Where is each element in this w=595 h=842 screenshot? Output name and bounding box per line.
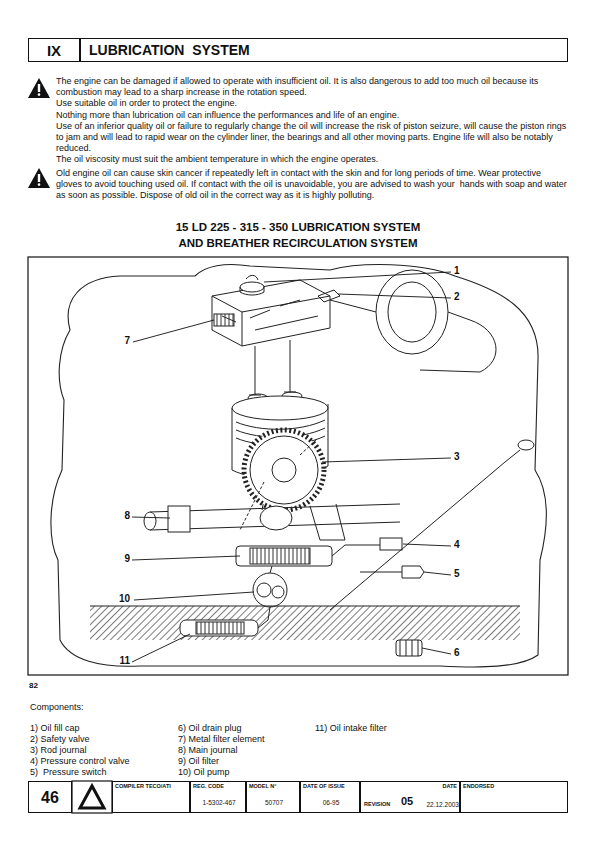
box-text: 50707 xyxy=(249,799,299,806)
warning-symbol xyxy=(28,168,50,188)
component-item: 8) Main journal xyxy=(178,745,318,755)
figure-title: AND BREATHER RECIRCULATION SYSTEM xyxy=(28,237,568,250)
callout-number: 5 xyxy=(454,568,474,580)
component-item: 10) Oil pump xyxy=(178,767,318,777)
chapter-title-box: LUBRICATION SYSTEM xyxy=(80,38,568,62)
component-item: 4) Pressure control valve xyxy=(30,756,170,766)
box-text: ENDORSED xyxy=(463,783,567,789)
component-item: 5) Pressure switch xyxy=(30,767,170,777)
box-text: 06-95 xyxy=(303,799,359,806)
component-item: 7) Metal filter element xyxy=(178,734,318,744)
warning-text: Nothing more than lubrication oil can in… xyxy=(56,110,568,121)
box-text: MODEL N° xyxy=(249,783,299,789)
component-item: 1) Oil fill cap xyxy=(30,723,170,733)
component-item: 2) Safety valve xyxy=(30,734,170,744)
components-heading: Components: xyxy=(30,702,150,712)
component-item: 3) Rod journal xyxy=(30,745,170,755)
figure-number: 82 xyxy=(29,681,69,690)
page-number-box: 46 xyxy=(28,781,72,813)
callout-number: 6 xyxy=(454,647,474,659)
callout-number: 4 xyxy=(454,539,474,551)
warning-text: Old engine oil can cause skin cancer if … xyxy=(56,168,568,202)
engine-drawing xyxy=(51,264,546,667)
compiler-cell: COMPILER TECO/ATI xyxy=(112,781,190,813)
warning-text: Use of an inferior quality oil or failur… xyxy=(56,121,568,155)
callout-number: 1 xyxy=(454,265,474,277)
figure-title: 15 LD 225 - 315 - 350 LUBRICATION SYSTEM xyxy=(28,221,568,234)
box-text: 22.12.2003 xyxy=(417,801,459,808)
warning-text: The engine can be damaged if allowed to … xyxy=(56,76,568,98)
callout-number: 9 xyxy=(110,553,130,565)
box-text: 1-5302-467 xyxy=(193,799,245,806)
callout-number: 2 xyxy=(454,291,474,303)
box-text: IX xyxy=(29,43,79,60)
component-item: 9) Oil filter xyxy=(178,756,318,766)
endorsed-cell: ENDORSED xyxy=(460,781,568,813)
issue-date-cell: DATE OF ISSUE 06-95 xyxy=(300,781,360,813)
box-text: COMPILER TECO/ATI xyxy=(115,783,189,789)
component-item: 11) Oil intake filter xyxy=(315,723,455,733)
callout-number: 10 xyxy=(110,593,130,605)
callout-number: 3 xyxy=(454,451,474,463)
revision-cell: DATE REVISION0522.12.2003 xyxy=(360,781,460,813)
component-item: 6) Oil drain plug xyxy=(178,723,318,733)
box-text: DATE xyxy=(421,783,457,789)
callout-number: 7 xyxy=(110,335,130,347)
warning-text: The oil viscosity must suit the ambient … xyxy=(56,154,568,165)
warning-text: Use suitable oil in order to protect the… xyxy=(56,98,568,109)
company-logo xyxy=(80,786,104,808)
box-text: 05 xyxy=(401,795,419,807)
reg-code-cell: REG. CODE 1-5302-467 xyxy=(190,781,246,813)
box-text: DATE OF ISSUE xyxy=(303,783,359,789)
warning-symbol xyxy=(28,78,50,98)
model-cell: MODEL N° 50707 xyxy=(246,781,300,813)
logo-cell xyxy=(72,781,112,813)
leader-line xyxy=(132,272,451,662)
callout-number: 8 xyxy=(110,510,130,522)
chapter-box: IX xyxy=(28,38,80,62)
warning-block: The engine can be damaged if allowed to … xyxy=(56,76,568,166)
callout-number: 11 xyxy=(110,655,130,667)
box-text: LUBRICATION SYSTEM xyxy=(89,43,559,58)
warning-block: Old engine oil can cause skin cancer if … xyxy=(56,168,568,202)
figure-frame xyxy=(28,257,568,675)
box-text: 46 xyxy=(29,789,71,807)
box-text: REG. CODE xyxy=(193,783,245,789)
box-text: REVISION xyxy=(364,801,402,807)
